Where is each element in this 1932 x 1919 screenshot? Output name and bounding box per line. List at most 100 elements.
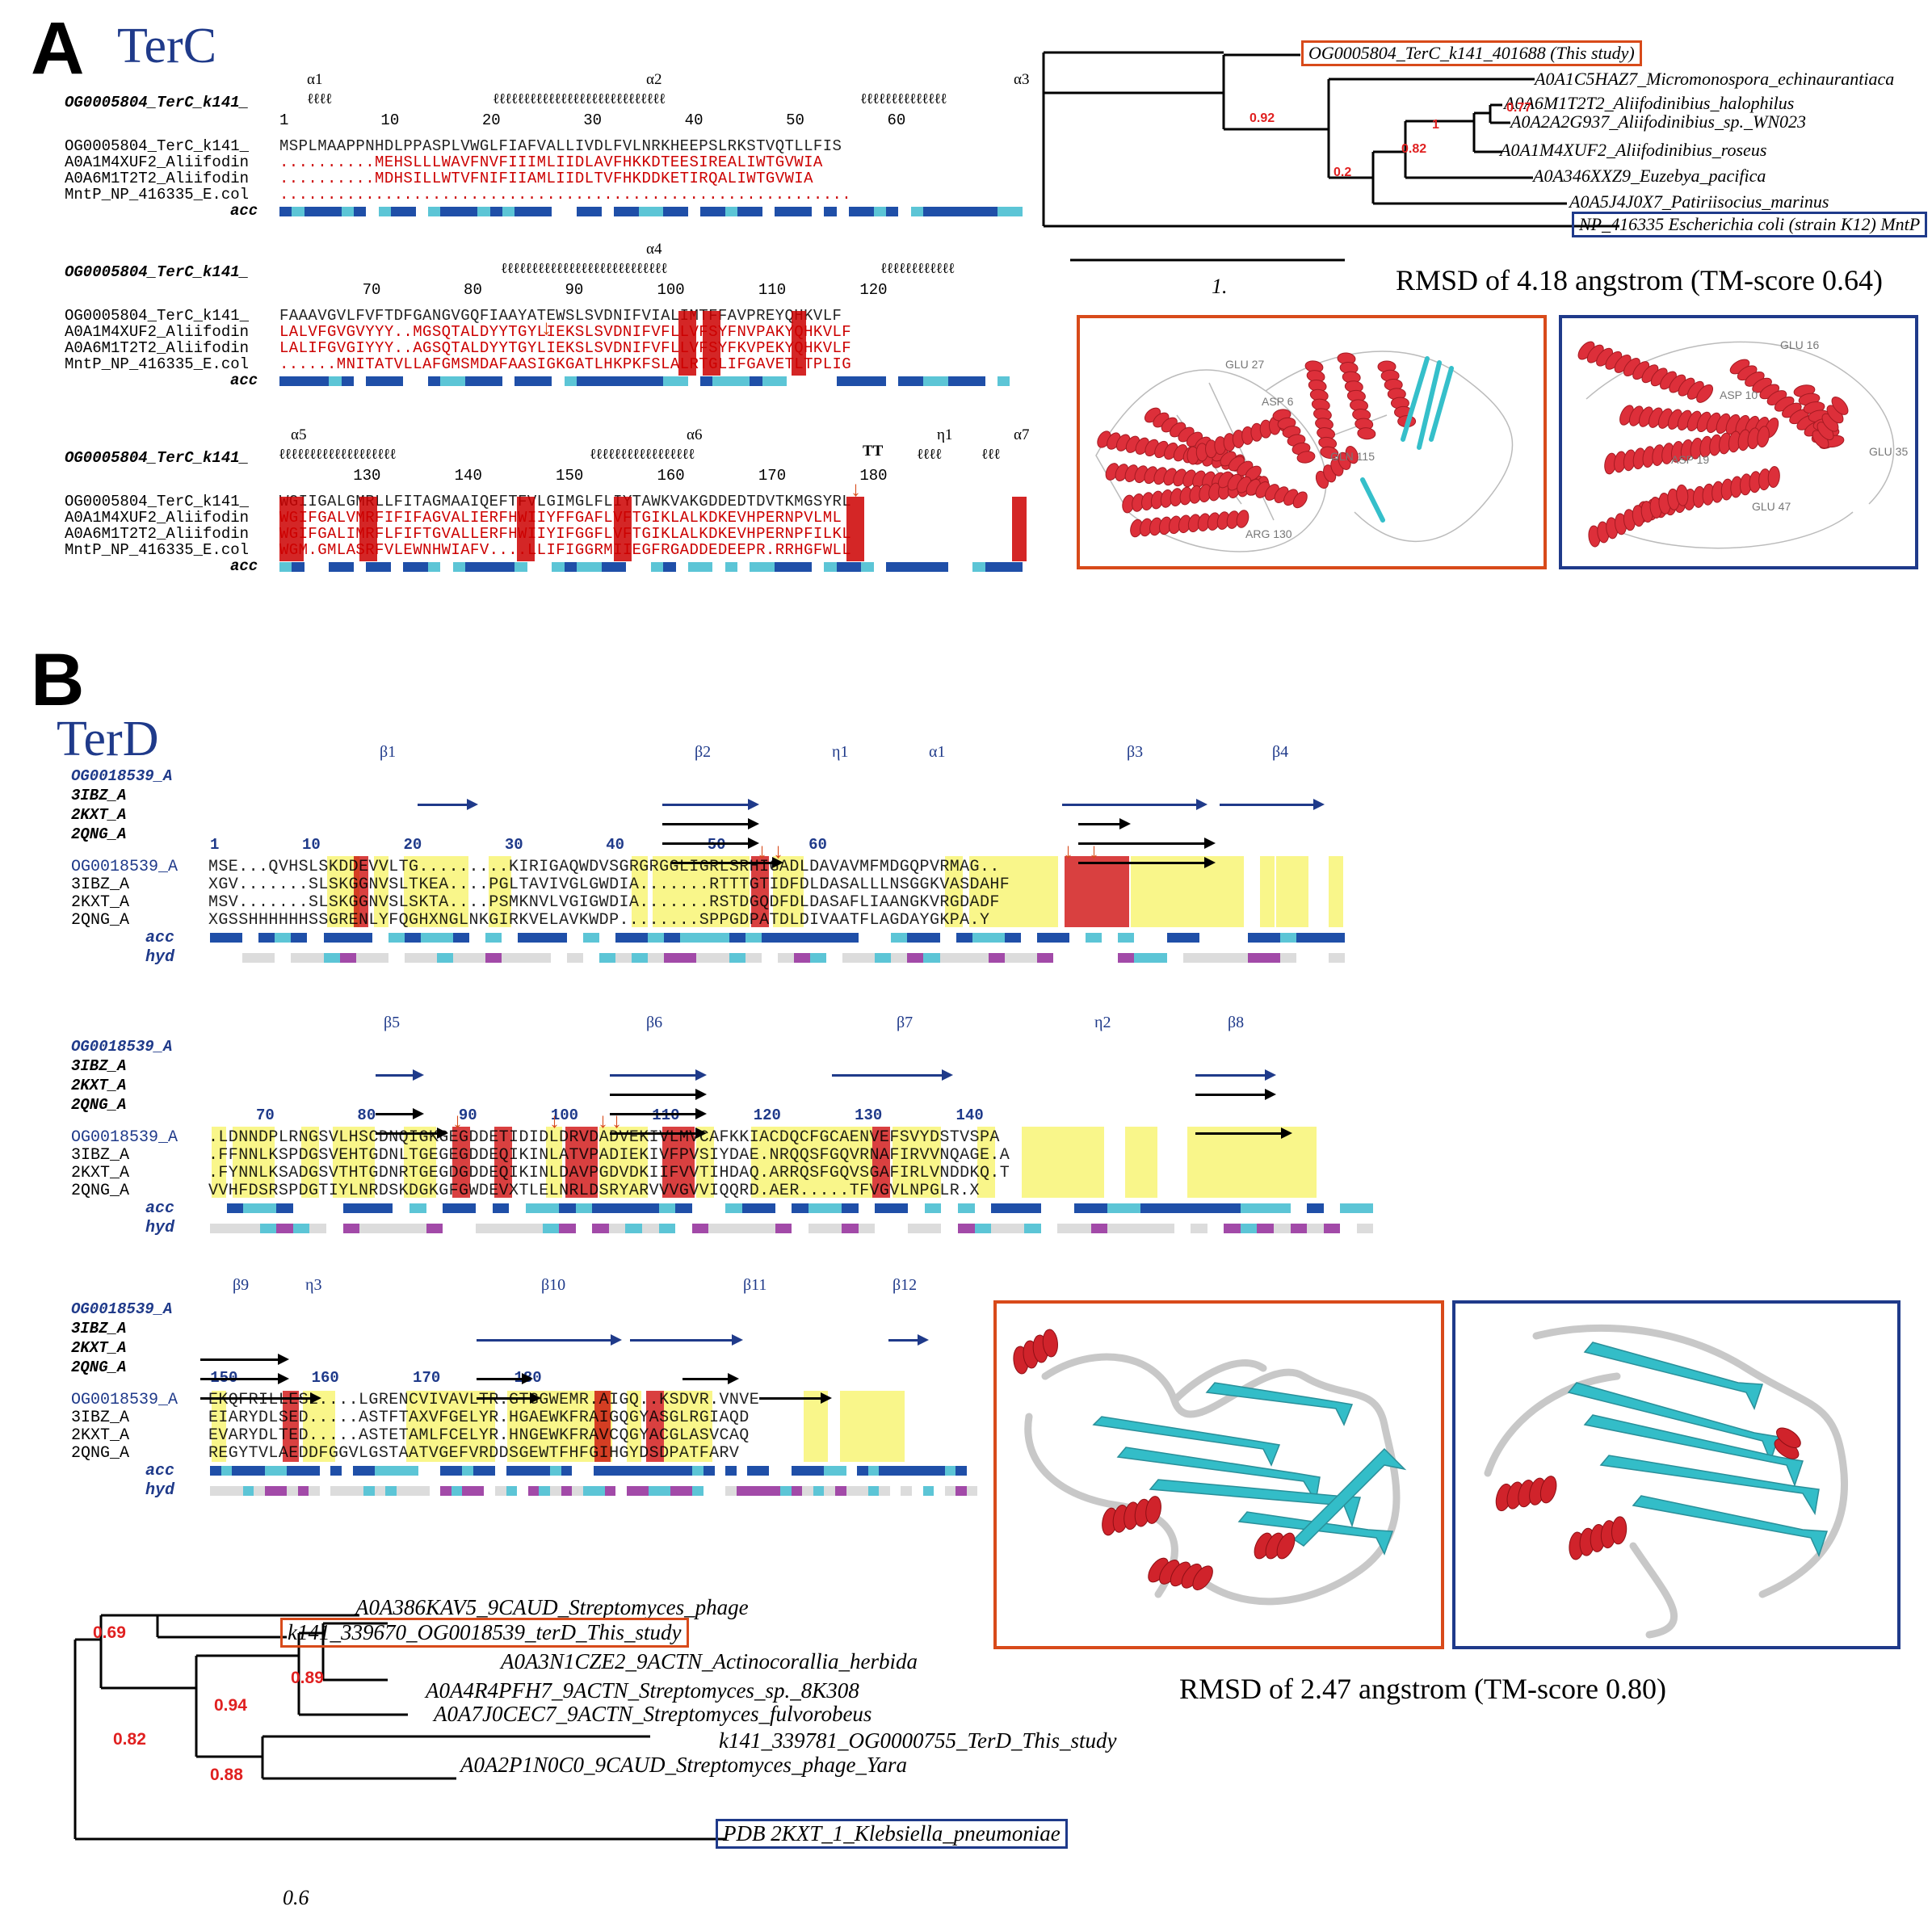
coil-ribbon bbox=[1532, 1324, 1848, 1598]
terc-helix-coil: ℓℓℓℓℓℓℓℓℓℓℓℓℓℓℓℓℓℓℓℓℓℓℓℓℓℓℓℓ bbox=[493, 90, 666, 107]
helix-ribbon bbox=[1588, 484, 1689, 548]
beta-strand-arrowhead bbox=[821, 1392, 832, 1404]
terd-seq-name: OG0018539_A bbox=[71, 858, 178, 876]
conserved-site-arrow-icon: ↓ bbox=[549, 1108, 560, 1132]
beta-strand-arrow bbox=[1078, 842, 1208, 845]
terd-tree-leaf-streptomyces-phage: A0A386KAV5_9CAUD_Streptomyces_phage bbox=[355, 1595, 749, 1619]
conserved-column-highlight bbox=[1012, 497, 1027, 561]
terd-bootstrap-value: 0.69 bbox=[93, 1623, 126, 1642]
conserved-column-highlight bbox=[662, 1127, 695, 1198]
helix-ribbon bbox=[1377, 360, 1417, 428]
beta-strand-arrowhead bbox=[413, 1108, 424, 1119]
terc-helix-label: α2 bbox=[646, 71, 662, 88]
beta-strand-arrowhead bbox=[695, 1108, 707, 1119]
terd-bootstrap-value: 0.88 bbox=[210, 1766, 243, 1784]
beta-strand-arrowhead bbox=[772, 857, 783, 868]
terc-helix-label: α4 bbox=[646, 241, 662, 258]
terd-seq-name: 2KXT_A bbox=[71, 1164, 130, 1182]
terd-ss-row-label: 3IBZ_A bbox=[71, 1057, 127, 1075]
terc-helix-label: α6 bbox=[687, 426, 703, 443]
conserved-site-arrow-icon: ↓ bbox=[598, 1108, 608, 1132]
terc-helix-coil: ℓℓℓℓℓℓℓℓℓℓℓℓℓℓℓℓℓℓℓ bbox=[279, 446, 397, 462]
terd-ss-label: β4 bbox=[1272, 743, 1289, 761]
terd-scale-label: 0.6 bbox=[283, 1886, 309, 1909]
terc-helix-coil: ℓℓℓ bbox=[981, 446, 1001, 462]
similar-column-highlight bbox=[653, 856, 750, 927]
conserved-site-arrow-icon: ↓ bbox=[850, 477, 861, 501]
terd-ss-row-label: OG0018539_A bbox=[71, 1300, 173, 1318]
similar-column-highlight bbox=[1131, 856, 1244, 927]
terd-seq-name: 2KXT_A bbox=[71, 1426, 130, 1445]
terc-query-res-label: GLU 27 bbox=[1225, 358, 1264, 371]
conserved-column-highlight bbox=[646, 1391, 664, 1462]
terd-ss-row-label: OG0018539_A bbox=[71, 767, 173, 785]
beta-strand-arrow bbox=[610, 1094, 699, 1096]
beta-sheet-ribbon bbox=[1632, 1495, 1829, 1558]
similar-column-highlight bbox=[599, 1127, 648, 1198]
conserved-site-arrow-icon: ↓ bbox=[452, 1108, 463, 1132]
beta-strand-arrow bbox=[888, 1339, 921, 1342]
terc-acc-bar bbox=[279, 376, 1023, 386]
terd-seq-name: 3IBZ_A bbox=[71, 1409, 130, 1427]
similar-column-highlight bbox=[969, 856, 1058, 927]
terd-ss-label: β11 bbox=[743, 1276, 767, 1294]
terd-tree-leaf-streptomyces-fulvorobeus: A0A7J0CEC7_9ACTN_Streptomyces_fulvorobeu… bbox=[434, 1702, 872, 1726]
terc-tree-leaf-ecoli: NP_416335 Escherichia coli (strain K12) … bbox=[1572, 212, 1928, 237]
terc-helix-coil: ℓℓℓℓℓℓℓℓℓℓℓℓ bbox=[880, 260, 955, 276]
beta-strand-arrowhead bbox=[695, 1089, 707, 1100]
terd-hyd-label: hyd bbox=[145, 948, 175, 967]
beta-strand-arrow bbox=[200, 1397, 313, 1400]
terd-seq-name: OG0018539_A bbox=[71, 1391, 178, 1409]
conserved-column-highlight bbox=[792, 311, 806, 376]
terc-reference-structure: GLU 16 ASP 10 ASP 19 GLU 35 GLU 47 bbox=[1559, 315, 1918, 569]
terc-tree-leaf-micromonospora: A0A1C5HAZ7_Micromonospora_echinaurantiac… bbox=[1535, 69, 1895, 89]
helix-ribbon bbox=[1774, 1427, 1801, 1459]
terd-acc-label: acc bbox=[145, 929, 175, 947]
conserved-column-highlight bbox=[354, 856, 368, 927]
terc-tree-leaf-euzebya: A0A346XXZ9_Euzebya_pacifica bbox=[1533, 166, 1766, 186]
beta-strand-arrow bbox=[662, 804, 751, 806]
terc-ref-res-label: GLU 35 bbox=[1869, 445, 1908, 458]
similar-column-highlight bbox=[406, 1391, 495, 1462]
beta-strand-arrow bbox=[477, 1378, 525, 1380]
terd-hyd-label: hyd bbox=[145, 1219, 175, 1237]
terc-seq-name: MntP_NP_416335_E.col bbox=[65, 355, 250, 373]
helix-ribbon bbox=[1102, 1496, 1161, 1536]
beta-strand-arrow bbox=[630, 1339, 735, 1342]
beta-strand-arrowhead bbox=[695, 1069, 707, 1081]
conserved-column-highlight bbox=[703, 311, 720, 376]
terd-query-structure-render bbox=[1013, 1329, 1407, 1606]
terc-seq-name: A0A6M1T2T2_Aliifodin bbox=[65, 525, 250, 543]
terd-acc-bar bbox=[210, 933, 1346, 943]
terd-ruler: 70 80 90 100 110 120 130 140 bbox=[210, 1106, 984, 1124]
terc-ss-row-label: OG0005804_TerC_k141_ bbox=[65, 94, 250, 111]
beta-strand-arrowhead bbox=[1265, 1069, 1276, 1081]
panel-b-title: TerD bbox=[57, 712, 159, 766]
terd-bootstrap-value: 0.82 bbox=[113, 1730, 146, 1749]
terd-tree-leaf-klebsiella: PDB 2KXT_1_Klebsiella_pneumoniae bbox=[716, 1819, 1068, 1849]
terc-phylo-tree bbox=[1042, 51, 1619, 262]
conserved-site-arrow-icon: ↓ bbox=[1063, 838, 1073, 863]
beta-strand-arrow bbox=[1078, 862, 1208, 864]
terc-bootstrap-value: 0.92 bbox=[1250, 111, 1275, 125]
helix-ribbon bbox=[1604, 426, 1770, 475]
similar-column-highlight bbox=[301, 1127, 319, 1198]
beta-strand-arrow bbox=[1195, 1094, 1268, 1096]
terd-rmsd-label: RMSD of 2.47 angstrom (TM-score 0.80) bbox=[1179, 1673, 1666, 1705]
terd-ss-label: β6 bbox=[646, 1014, 663, 1031]
terc-ruler: 130 140 150 160 170 180 bbox=[279, 467, 888, 485]
terc-seq-name: A0A1M4XUF2_Aliifodin bbox=[65, 153, 250, 171]
beta-strand-arrowhead bbox=[467, 799, 478, 810]
conserved-site-arrow-icon: ↓ bbox=[541, 315, 552, 339]
beta-strand-arrowhead bbox=[413, 1069, 424, 1081]
terd-seq-name: 3IBZ_A bbox=[71, 876, 130, 894]
terc-ref-res-label: ASP 19 bbox=[1671, 453, 1709, 466]
terc-helix-label: η1 bbox=[937, 426, 953, 443]
helix-ribbon bbox=[1337, 352, 1376, 440]
beta-strand-arrowhead bbox=[918, 1334, 929, 1346]
beta-strand-arrowhead bbox=[748, 838, 759, 849]
terc-seq: WGIIGALGMRLLFITAGMAAIQEFTFVLGIMGLFLIYTAW… bbox=[279, 493, 852, 510]
panel-a-title: TerC bbox=[117, 19, 217, 73]
beta-strand-arrow bbox=[759, 1397, 824, 1400]
beta-strand-arrow bbox=[610, 1132, 699, 1135]
